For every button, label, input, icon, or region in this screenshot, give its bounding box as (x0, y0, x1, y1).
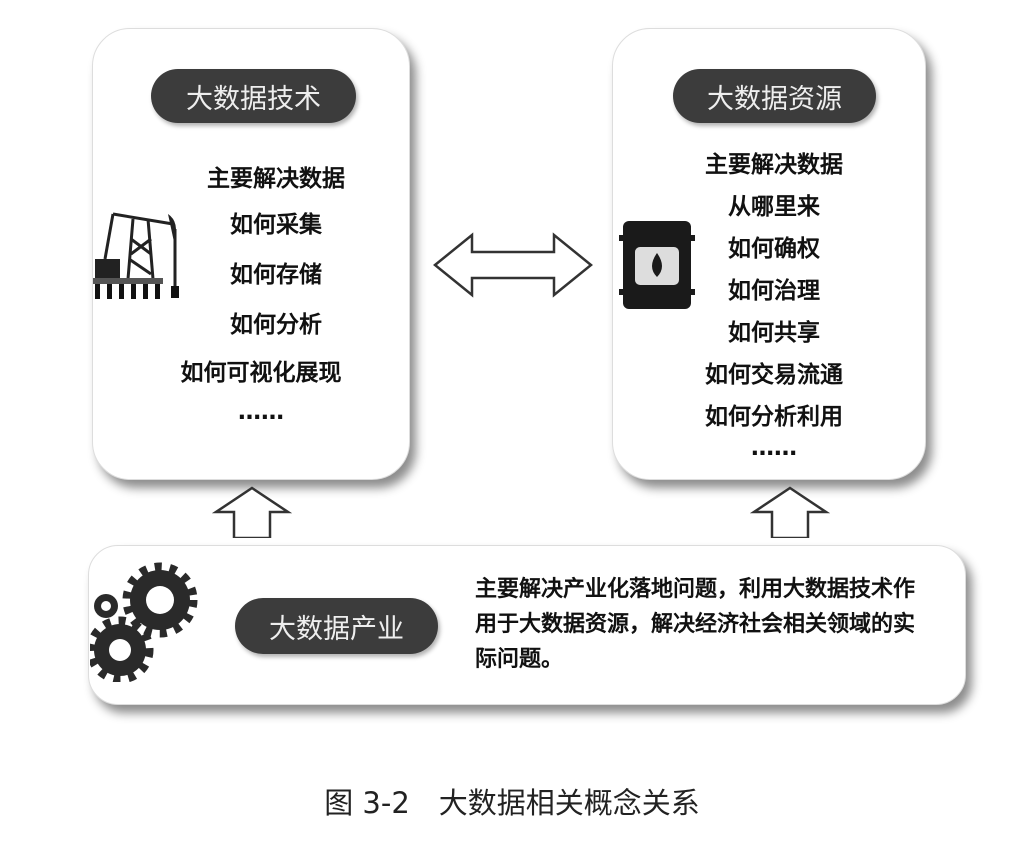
up-arrow-icon (212, 486, 292, 538)
technology-line: 如何存储 (230, 262, 322, 288)
industry-card (88, 545, 966, 705)
technology-line: 主要解决数据 (207, 166, 345, 192)
gears-icon (90, 562, 198, 682)
resource-line: 如何交易流通 (705, 362, 843, 388)
technology-line: 如何采集 (230, 212, 322, 238)
technology-card: 大数据技术 主要解决数据 如何采集 如何存储 如何分析 如何可视化展现 …… (92, 28, 410, 480)
resource-line: 如何分析利用 (705, 404, 843, 430)
up-arrow-icon (750, 486, 830, 538)
resource-line: …… (751, 435, 797, 461)
technology-line: 如何分析 (230, 312, 322, 338)
resource-line: 从哪里来 (728, 194, 820, 220)
resource-card: 大数据资源 主要解决数据 从哪里来 如何确权 如何治理 如何共享 如何交易流通 … (612, 28, 926, 480)
technology-line: …… (238, 399, 284, 425)
technology-title: 大数据技术 (151, 69, 356, 123)
resource-line: 如何确权 (728, 236, 820, 262)
resource-line: 如何治理 (728, 278, 820, 304)
industry-title: 大数据产业 (235, 598, 438, 654)
bidirectional-arrow-icon (433, 232, 593, 298)
industry-description: 主要解决产业化落地问题，利用大数据技术作用于大数据资源，解决经济社会相关领域的实… (475, 577, 916, 672)
technology-line: 如何可视化展现 (180, 360, 342, 386)
figure-caption: 图 3-2 大数据相关概念关系 (324, 786, 700, 820)
resource-line: 如何共享 (728, 320, 820, 346)
resource-line: 主要解决数据 (705, 152, 843, 178)
resource-title: 大数据资源 (673, 69, 876, 123)
oil-pump-icon (93, 212, 179, 299)
oil-barrel-icon (619, 221, 695, 309)
